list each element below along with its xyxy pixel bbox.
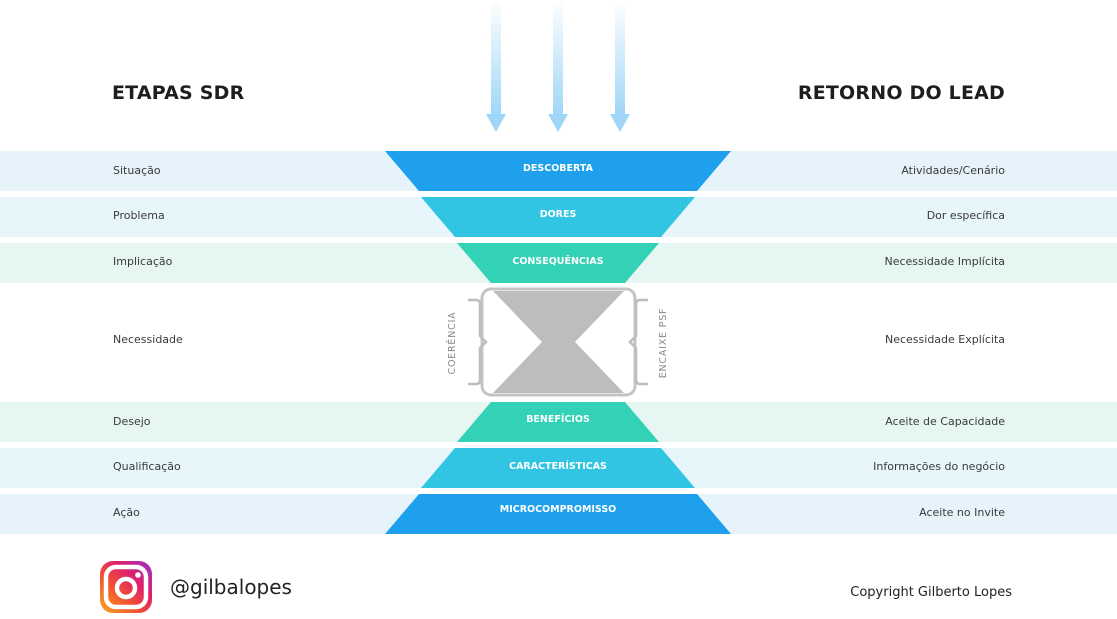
heading-retorno-do-lead: RETORNO DO LEAD (797, 82, 1005, 104)
coherence-bracket (468, 298, 488, 386)
heading-etapas-sdr: ETAPAS SDR (112, 82, 245, 104)
incoming-arrow (610, 0, 630, 132)
incoming-arrow (548, 0, 568, 132)
stage-beneficios-label: BENEFÍCIOS (526, 413, 590, 425)
stage-consequencias (457, 243, 659, 283)
stage-caracteristicas-label: CARACTERÍSTICAS (509, 460, 607, 472)
stage-microcompromisso-label: MICROCOMPROMISSO (500, 504, 617, 515)
stage-dores (421, 197, 695, 237)
psf-fit-label: ENCAIXE PSF (658, 308, 669, 379)
lead-return-label: Necessidade Explícita (884, 333, 1005, 346)
lead-return-label: Aceite de Capacidade (885, 415, 1005, 428)
stage-dores-label: DORES (540, 209, 577, 220)
psf-fit-bracket (628, 298, 648, 386)
sdr-stage-label: Problema (113, 209, 165, 222)
stage-microcompromisso (385, 494, 731, 534)
sdr-stage-label: Ação (113, 506, 140, 519)
sdr-stage-label: Desejo (113, 415, 151, 428)
lead-return-label: Aceite no Invite (919, 506, 1005, 519)
incoming-arrow (486, 0, 506, 132)
stage-descoberta (385, 151, 731, 191)
instagram-handle: @gilbalopes (170, 575, 292, 599)
copyright-text: Copyright Gilberto Lopes (850, 585, 1012, 600)
stage-consequencias-label: CONSEQUÊNCIAS (512, 255, 603, 267)
hourglass-frame (480, 287, 637, 397)
hourglass-shape (493, 291, 624, 393)
stage-caracteristicas (421, 448, 695, 488)
instagram-icon (100, 561, 152, 613)
lead-return-label: Necessidade Implícita (884, 255, 1005, 268)
sdr-stage-label: Implicação (113, 255, 173, 268)
lead-return-label: Atividades/Cenário (901, 164, 1005, 177)
lead-return-label: Dor específica (926, 209, 1005, 222)
stage-descoberta-label: DESCOBERTA (523, 163, 594, 174)
lead-return-label: Informações do negócio (873, 460, 1005, 473)
sdr-stage-label: Necessidade (113, 333, 183, 346)
sdr-stage-label: Situação (113, 164, 161, 177)
stage-beneficios (457, 402, 659, 442)
coherence-label: COERÊNCIA (446, 312, 458, 375)
sdr-stage-label: Qualificação (113, 460, 181, 473)
